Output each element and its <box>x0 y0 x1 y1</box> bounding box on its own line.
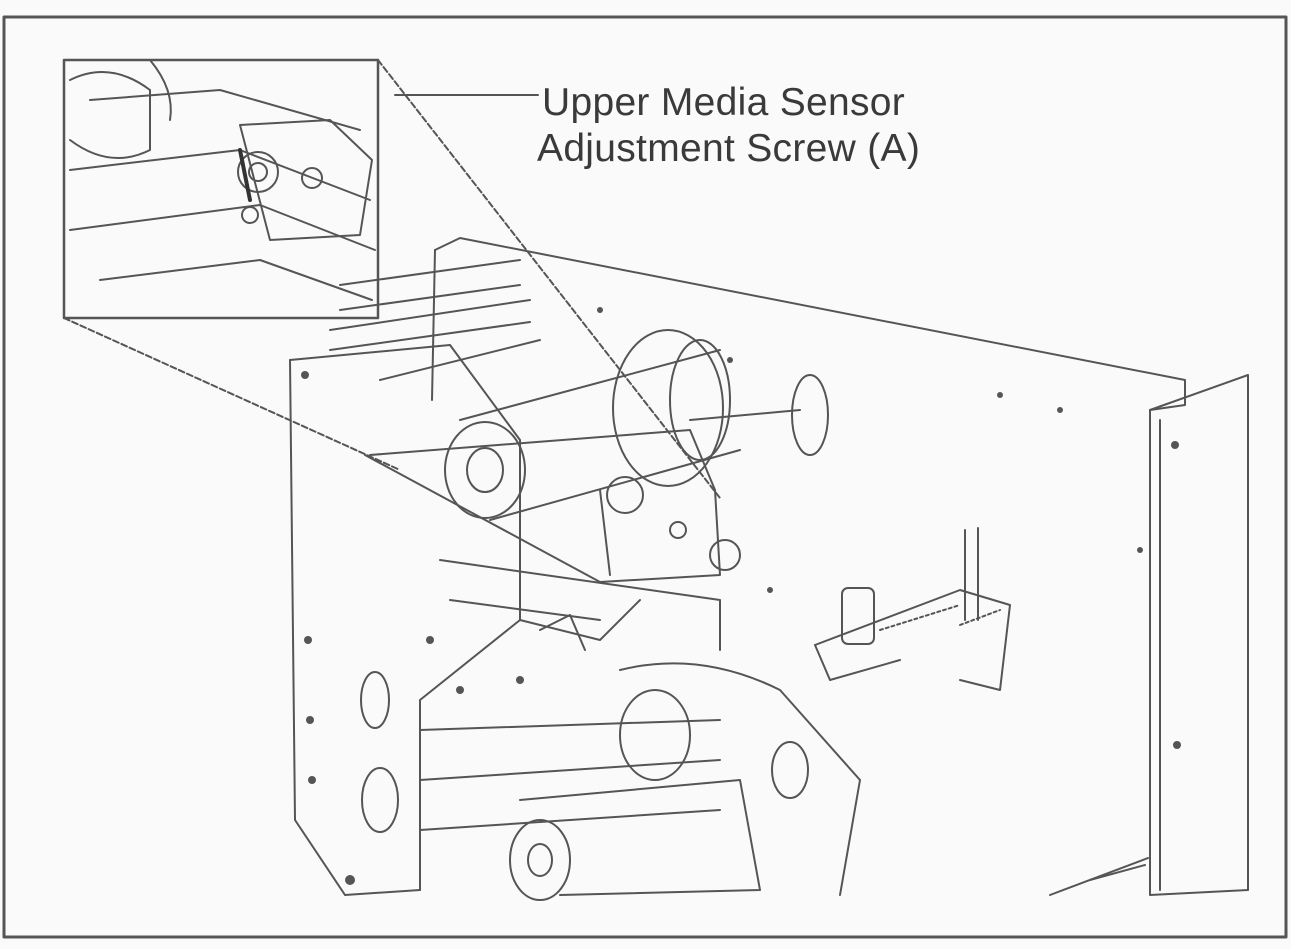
figure-border <box>2 15 1288 939</box>
printer-chassis <box>289 237 1249 901</box>
zoom-line-top <box>377 59 721 499</box>
callout-label: Upper Media Sensor Adjustment Screw (A) <box>537 80 920 172</box>
callout-line-1: Upper Media Sensor <box>542 81 906 124</box>
zoom-inset <box>62 58 380 320</box>
callout-line-2: Adjustment Screw (A) <box>537 127 921 170</box>
zoom-line-bottom <box>63 317 401 471</box>
